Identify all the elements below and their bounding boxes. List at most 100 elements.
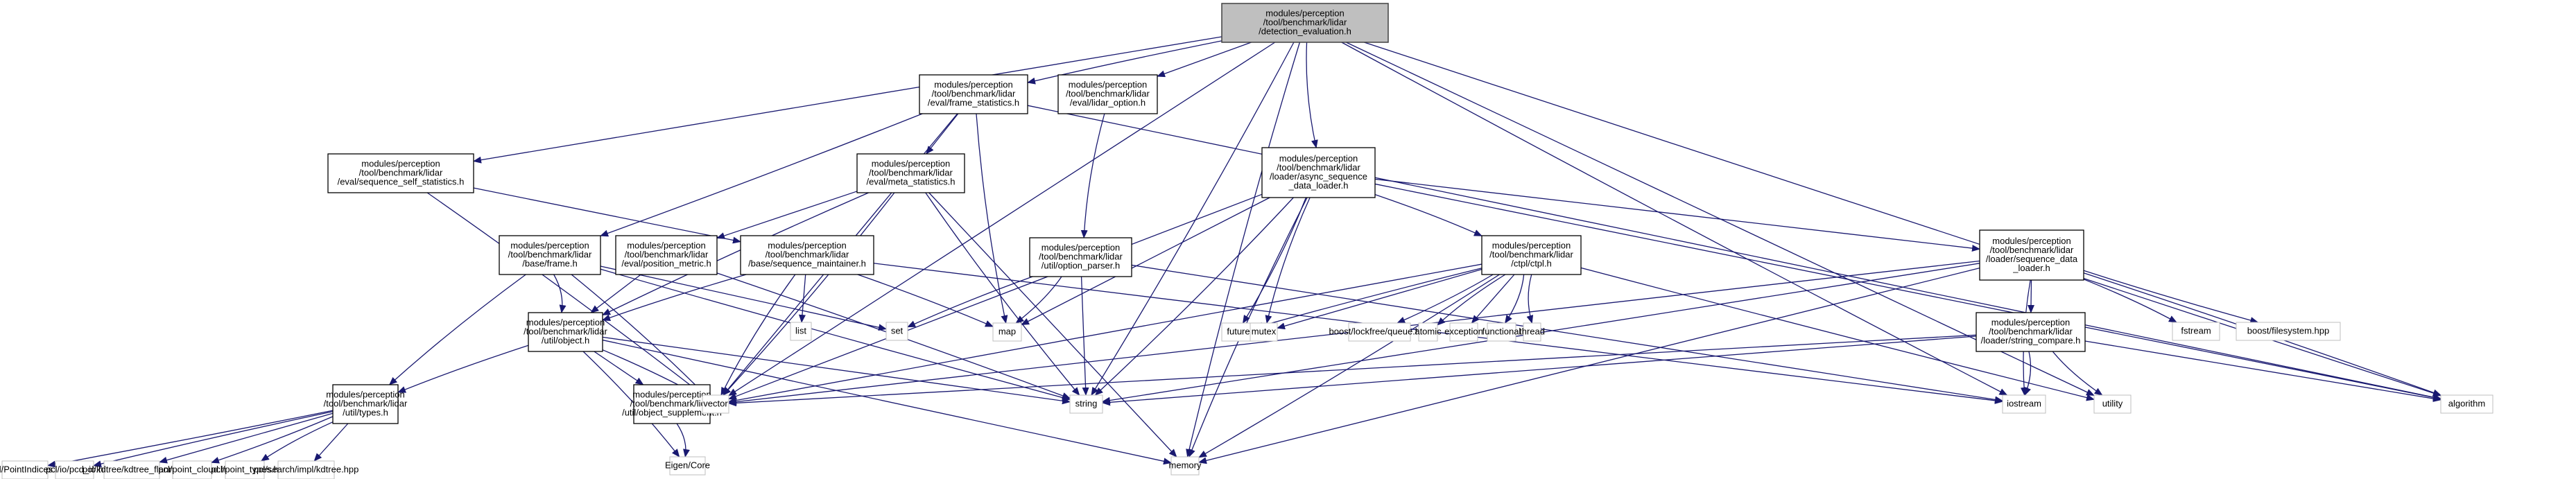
node-lidar-option[interactable]: modules/perception/tool/benchmark/lidar/… — [1057, 74, 1158, 114]
node-box[interactable] — [633, 384, 711, 424]
edge-frame_statistics-to-frame — [600, 113, 923, 237]
node-functional: functional — [1483, 322, 1521, 342]
edge-ctpl-to-boost_lockfree_queue — [1397, 274, 1494, 324]
node-box[interactable] — [1261, 147, 1376, 198]
node-label-line: map — [999, 326, 1016, 337]
node-box[interactable] — [332, 384, 399, 424]
edge-ctpl-to-thread — [1526, 274, 1534, 324]
node-sequence-self-statistics[interactable]: modules/perception/tool/benchmark/lidar/… — [327, 153, 474, 193]
node-object[interactable]: modules/perception/tool/benchmark/lidar/… — [524, 312, 608, 352]
node-box — [2172, 322, 2220, 341]
node-box[interactable] — [499, 235, 601, 275]
node-label-line: atomic — [1415, 326, 1442, 337]
node-utility: utility — [2093, 394, 2132, 414]
node-mutex: mutex — [1250, 322, 1278, 342]
node-meta-statistics[interactable]: modules/perception/tool/benchmark/lidar/… — [856, 153, 965, 193]
edge-types-to-pcl_pcd_io — [93, 411, 334, 468]
node-box[interactable] — [1976, 312, 2086, 352]
node-frame-statistics[interactable]: modules/perception/tool/benchmark/lidar/… — [919, 74, 1028, 114]
node-label-line: /tool/benchmark/lidar — [508, 250, 592, 260]
node-box — [2002, 394, 2046, 414]
node-frame[interactable]: modules/perception/tool/benchmark/lidar/… — [499, 235, 601, 275]
node-box — [885, 322, 908, 341]
node-label-line: pcl/io/pcd_io.h — [46, 464, 103, 475]
node-option-parser[interactable]: modules/perception/tool/benchmark/lidar/… — [1029, 237, 1132, 277]
edge-ctpl-to-vector — [728, 263, 1483, 404]
node-object-supplement[interactable]: modules/perception/tool/benchmark/lidar/… — [622, 384, 722, 424]
node-label-line: /tool/benchmark/lidar — [1263, 17, 1347, 28]
edge-position_metric-to-object — [590, 274, 641, 313]
node-algorithm: algorithm — [2440, 394, 2493, 414]
node-box[interactable] — [528, 312, 603, 352]
node-ctpl[interactable]: modules/perception/tool/benchmark/lidar/… — [1481, 235, 1582, 275]
node-label-line: /loader/string_compare.h — [1981, 336, 2081, 346]
node-label-line: future — [1227, 326, 1250, 337]
node-set: set — [885, 322, 908, 341]
node-label-line: modules/perception — [1279, 153, 1358, 164]
edge-root-to-memory — [1186, 42, 1301, 458]
node-label-line: fstream — [2181, 326, 2211, 336]
node-box[interactable] — [327, 153, 474, 193]
edge-string_compare-to-string — [1102, 336, 1977, 406]
edge-ctpl-to-future — [1254, 268, 1483, 329]
node-label-line: pcl/search/impl/kdtree.hpp — [254, 464, 359, 475]
edges-layer — [47, 36, 2441, 468]
node-label-line: /tool/benchmark/lidar — [869, 168, 953, 178]
node-async-sequence-data-loader[interactable]: modules/perception/tool/benchmark/lidar/… — [1261, 147, 1376, 198]
node-position-metric[interactable]: modules/perception/tool/benchmark/lidar/… — [615, 235, 718, 275]
node-label-line: modules/perception — [1069, 80, 1147, 90]
edge-ctpl-to-memory — [1198, 274, 1500, 458]
node-box — [2236, 322, 2341, 341]
node-label-line: /tool/benchmark/lidar — [1489, 250, 1573, 260]
node-box[interactable] — [615, 235, 718, 275]
edge-root-to-iostream — [1341, 42, 2008, 396]
edge-root-to-string — [1091, 42, 1295, 396]
node-types[interactable]: modules/perception/tool/benchmark/lidar/… — [324, 384, 408, 424]
node-label-line: list — [795, 326, 806, 336]
node-memory: memory — [1169, 456, 1202, 476]
node-box[interactable] — [856, 153, 965, 193]
edge-string_compare-to-vector — [728, 334, 1977, 407]
edge-types-to-pcl_kdtree_flann — [159, 412, 334, 464]
edge-async_sequence_data_loader-to-mutex — [1265, 197, 1311, 324]
node-label-line: /util/object_supplement.h — [622, 408, 722, 418]
node-label-line: boost/lockfree/queue.hpp — [1329, 326, 1430, 337]
node-pcl-search-kdtree: pcl/search/impl/kdtree.hpp — [254, 460, 359, 479]
node-root[interactable]: modules/perception/tool/benchmark/lidar/… — [1221, 3, 1389, 43]
node-label-line: /eval/lidar_option.h — [1070, 98, 1146, 108]
edge-string_compare-to-iostream — [2024, 351, 2032, 396]
node-box[interactable] — [740, 235, 874, 275]
node-box[interactable] — [1221, 3, 1389, 43]
node-box — [1523, 322, 1541, 342]
node-box[interactable] — [919, 74, 1028, 114]
node-label-line: mutex — [1252, 326, 1277, 337]
node-sequence-data-loader[interactable]: modules/perception/tool/benchmark/lidar/… — [1979, 229, 2084, 281]
node-pcl-pcd-io: pcl/io/pcd_io.h — [46, 460, 103, 479]
node-box[interactable] — [1481, 235, 1582, 275]
edge-async_sequence_data_loader-to-map — [1021, 197, 1270, 326]
node-label-line: modules/perception — [326, 390, 404, 400]
edge-types-to-pcl_point_cloud — [211, 416, 334, 464]
node-exception: exception — [1444, 322, 1483, 342]
node-box — [1449, 322, 1478, 342]
edge-root-to-lidar_option — [1157, 42, 1252, 78]
node-box[interactable] — [1029, 237, 1132, 277]
node-box[interactable] — [1057, 74, 1158, 114]
node-box — [1418, 322, 1438, 342]
node-box — [1, 460, 49, 479]
node-label-line: utility — [2102, 399, 2123, 409]
nodes-layer: modules/perception/tool/benchmark/lidar /… — [0, 3, 2493, 479]
node-atomic: atomic — [1415, 322, 1442, 342]
node-label-line: modules/perception — [632, 390, 711, 400]
node-string-compare[interactable]: modules/perception/tool/benchmark/lidar/… — [1976, 312, 2086, 352]
node-box[interactable] — [1979, 229, 2084, 281]
node-thread: thread — [1519, 322, 1545, 342]
edge-option_parser-to-set — [907, 276, 1033, 328]
edge-sequence_self_statistics-to-vector — [426, 192, 704, 396]
edge-async_sequence_data_loader-to-sequence_data_loader — [1374, 178, 1980, 252]
node-box — [103, 460, 160, 479]
node-sequence-maintainer[interactable]: modules/perception/tool/benchmark/lidar/… — [740, 235, 874, 275]
node-label-line: /tool/benchmark/lidar — [1277, 162, 1360, 173]
node-pcl-point-cloud: pcl/point_cloud.h — [158, 460, 226, 479]
